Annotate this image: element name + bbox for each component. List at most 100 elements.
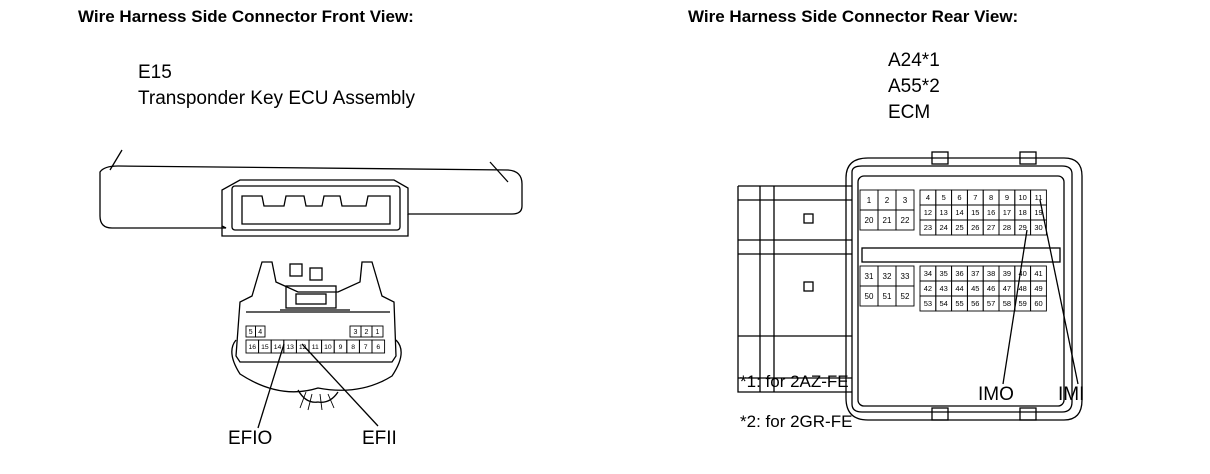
pin-number: 56 [971, 299, 979, 308]
pin-number: 8 [989, 193, 993, 202]
pin-number: 48 [1019, 284, 1027, 293]
pin-number: 17 [1003, 208, 1011, 217]
pin-number: 36 [955, 269, 963, 278]
pin-number: 42 [924, 284, 932, 293]
rear-pins-lower-left: 31 32 33 50 51 52 [859, 265, 915, 307]
pin-number: 46 [987, 284, 995, 293]
pin-number: 39 [1003, 269, 1011, 278]
pin-number: 41 [1034, 269, 1042, 278]
rear-connector-code-1: A24*1 [888, 50, 940, 71]
pin-number: 52 [901, 292, 910, 301]
pin-number: 59 [1019, 299, 1027, 308]
pin-number: 34 [924, 269, 932, 278]
pin-number: 40 [1019, 269, 1027, 278]
pin-number: 24 [940, 223, 948, 232]
pin-cell [1030, 295, 1047, 312]
pin-number: 54 [940, 299, 948, 308]
pin-number: 16 [987, 208, 995, 217]
pin-number: 13 [940, 208, 948, 217]
pin-number: 6 [376, 344, 380, 351]
pin-cell [895, 209, 915, 231]
pin-number: 38 [987, 269, 995, 278]
pin-number: 55 [955, 299, 963, 308]
terminal-label-efii: EFII [362, 428, 397, 449]
pin-number: 28 [1003, 223, 1011, 232]
pin-number: 30 [1034, 223, 1042, 232]
pin-number: 26 [971, 223, 979, 232]
ecu-housing [99, 149, 523, 237]
pin-number: 3 [354, 329, 358, 336]
pin-number: 4 [258, 329, 262, 336]
pin-number: 16 [249, 344, 257, 351]
pin-number: 8 [351, 344, 355, 351]
pin-number: 21 [883, 216, 892, 225]
pin-number: 20 [865, 216, 874, 225]
pin-number: 27 [987, 223, 995, 232]
front-connector-body [231, 261, 402, 411]
pin-number: 44 [955, 284, 963, 293]
pin-number: 53 [924, 299, 932, 308]
rear-connector-name: ECM [888, 102, 931, 123]
leader-line-efii [301, 343, 379, 427]
front-pins-bottom: 16 15 14 13 12 11 10 9 8 7 6 [245, 339, 386, 354]
ecu-socket [231, 185, 401, 231]
pin-cell [1030, 219, 1047, 236]
leader-line-imi [1039, 199, 1079, 385]
pin-number: 15 [971, 208, 979, 217]
pin-number: 31 [865, 272, 874, 281]
pin-number: 5 [942, 193, 946, 202]
pin-cell [371, 325, 384, 338]
terminal-label-imo: IMO [978, 384, 1014, 405]
pin-number: 37 [971, 269, 979, 278]
pin-number: 47 [1003, 284, 1011, 293]
front-connector-code: E15 [138, 62, 172, 83]
pin-number: 33 [901, 272, 910, 281]
pin-number: 15 [261, 344, 269, 351]
footnote-2: *2: for 2GR-FE [740, 412, 853, 431]
pin-number: 35 [940, 269, 948, 278]
rear-connector-code-2: A55*2 [888, 76, 940, 97]
pin-number: 25 [955, 223, 963, 232]
pin-number: 18 [1019, 208, 1027, 217]
footnote-1: *1: for 2AZ-FE [740, 372, 849, 391]
pin-number: 7 [364, 344, 368, 351]
pin-number: 32 [883, 272, 892, 281]
pin-number: 10 [1019, 193, 1027, 202]
pin-number: 2 [365, 329, 369, 336]
pin-number: 60 [1034, 299, 1042, 308]
pin-number: 9 [339, 344, 343, 351]
pin-number: 11 [312, 344, 319, 351]
pin-number: 11 [1035, 193, 1043, 202]
pin-number: 9 [1005, 193, 1009, 202]
ecm-connector-body [737, 151, 1083, 421]
pin-number: 19 [1034, 208, 1042, 217]
pin-number: 29 [1019, 223, 1027, 232]
pin-number: 22 [901, 216, 910, 225]
pin-number: 49 [1034, 284, 1042, 293]
pin-cell [255, 325, 266, 338]
pin-number: 43 [940, 284, 948, 293]
rear-view-title: Wire Harness Side Connector Rear View: [688, 7, 1019, 26]
rear-pins-lower-right: 34 35 36 37 38 39 40 41 42 43 44 45 46 47 48 49 53 54 55 56… [919, 265, 1047, 312]
terminal-label-efio: EFIO [228, 428, 273, 449]
pin-number: 14 [955, 208, 963, 217]
pin-number: 14 [274, 344, 282, 351]
pin-number: 45 [971, 284, 979, 293]
pin-number: 10 [324, 344, 332, 351]
pin-number: 1 [376, 329, 380, 336]
pin-number: 7 [973, 193, 977, 202]
pin-number: 58 [1003, 299, 1011, 308]
pin-number: 13 [286, 344, 294, 351]
leader-line-efio [257, 343, 285, 429]
pin-number: 50 [865, 292, 874, 301]
pin-number: 12 [299, 344, 307, 351]
pin-number: 4 [926, 193, 930, 202]
front-connector-name: Transponder Key ECU Assembly [138, 88, 416, 109]
pin-number: 57 [987, 299, 995, 308]
pin-number: 51 [883, 292, 892, 301]
